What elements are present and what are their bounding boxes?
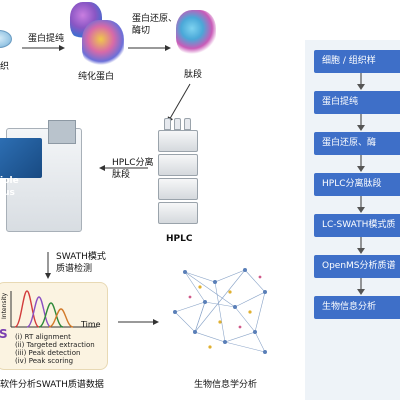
- reduce-label-line2: 酶切: [132, 26, 151, 36]
- chromatogram-x-axis-label: Time: [81, 320, 101, 329]
- flow-step-hplc-separation: HPLC分离肽段: [314, 173, 400, 196]
- hplc-separation-label-line1: HPLC分离: [112, 158, 154, 168]
- peptide-structure-image: [176, 10, 216, 56]
- hplc-label: HPLC: [166, 234, 193, 244]
- chromatogram-s-letter: S: [0, 327, 8, 341]
- flow-arrow: [357, 73, 365, 90]
- flow-step-protein-extraction: 蛋白提纯: [314, 91, 400, 114]
- chromatogram-panel: Intensity Time S (i) RT alignment (ii) T…: [0, 282, 108, 370]
- peptide-label: 肽段: [184, 70, 203, 80]
- step-peak-scoring: (iv) Peak scoring: [15, 357, 74, 365]
- tissue-label: 织: [0, 62, 10, 72]
- swath-label-line1: SWATH模式: [56, 252, 106, 262]
- flow-arrow: [357, 196, 365, 213]
- flow-arrow: [357, 114, 365, 131]
- step-peak-detection: (iii) Peak detection: [15, 349, 81, 357]
- chromatogram-plot: [10, 290, 97, 328]
- instrument-label-line2: lus: [0, 188, 15, 198]
- reduce-label-line1: 蛋白还原、: [132, 14, 178, 24]
- flow-step-openms-analysis: OpenMS分析质谱: [314, 255, 400, 278]
- bioinformatics-label: 生物信息学分析: [194, 380, 258, 390]
- hplc-separation-label-line2: 肽段: [112, 170, 131, 180]
- network-graph: [173, 268, 267, 354]
- swath-label-line2: 质谱检测: [56, 264, 93, 274]
- protein-structure-image: [82, 20, 124, 68]
- step-rt-alignment: (i) RT alignment: [15, 333, 71, 341]
- instrument-label-line1: iple: [0, 176, 19, 186]
- step-targeted-extraction: (ii) Targeted extraction: [15, 341, 95, 349]
- hplc-instrument-image: [158, 118, 198, 226]
- flow-step-protein-reduction: 蛋白还原、酶: [314, 132, 400, 155]
- software-analysis-label: 软件分析SWATH质谱数据: [0, 380, 104, 390]
- flow-arrow: [357, 278, 365, 295]
- flow-arrow: [357, 155, 365, 172]
- flow-step-cell-tissue-sample: 细胞 / 组织样: [314, 50, 400, 73]
- mass-spectrometer-image: [0, 120, 82, 238]
- flow-step-bioinformatics: 生物信息分析: [314, 296, 400, 319]
- flow-arrow: [357, 237, 365, 254]
- chromatogram-y-axis-label: Intensity: [1, 292, 8, 319]
- flow-step-lc-swath: LC-SWATH模式质: [314, 214, 400, 237]
- purified-protein-label: 纯化蛋白: [78, 72, 115, 82]
- extract-label: 蛋白提纯: [28, 34, 65, 44]
